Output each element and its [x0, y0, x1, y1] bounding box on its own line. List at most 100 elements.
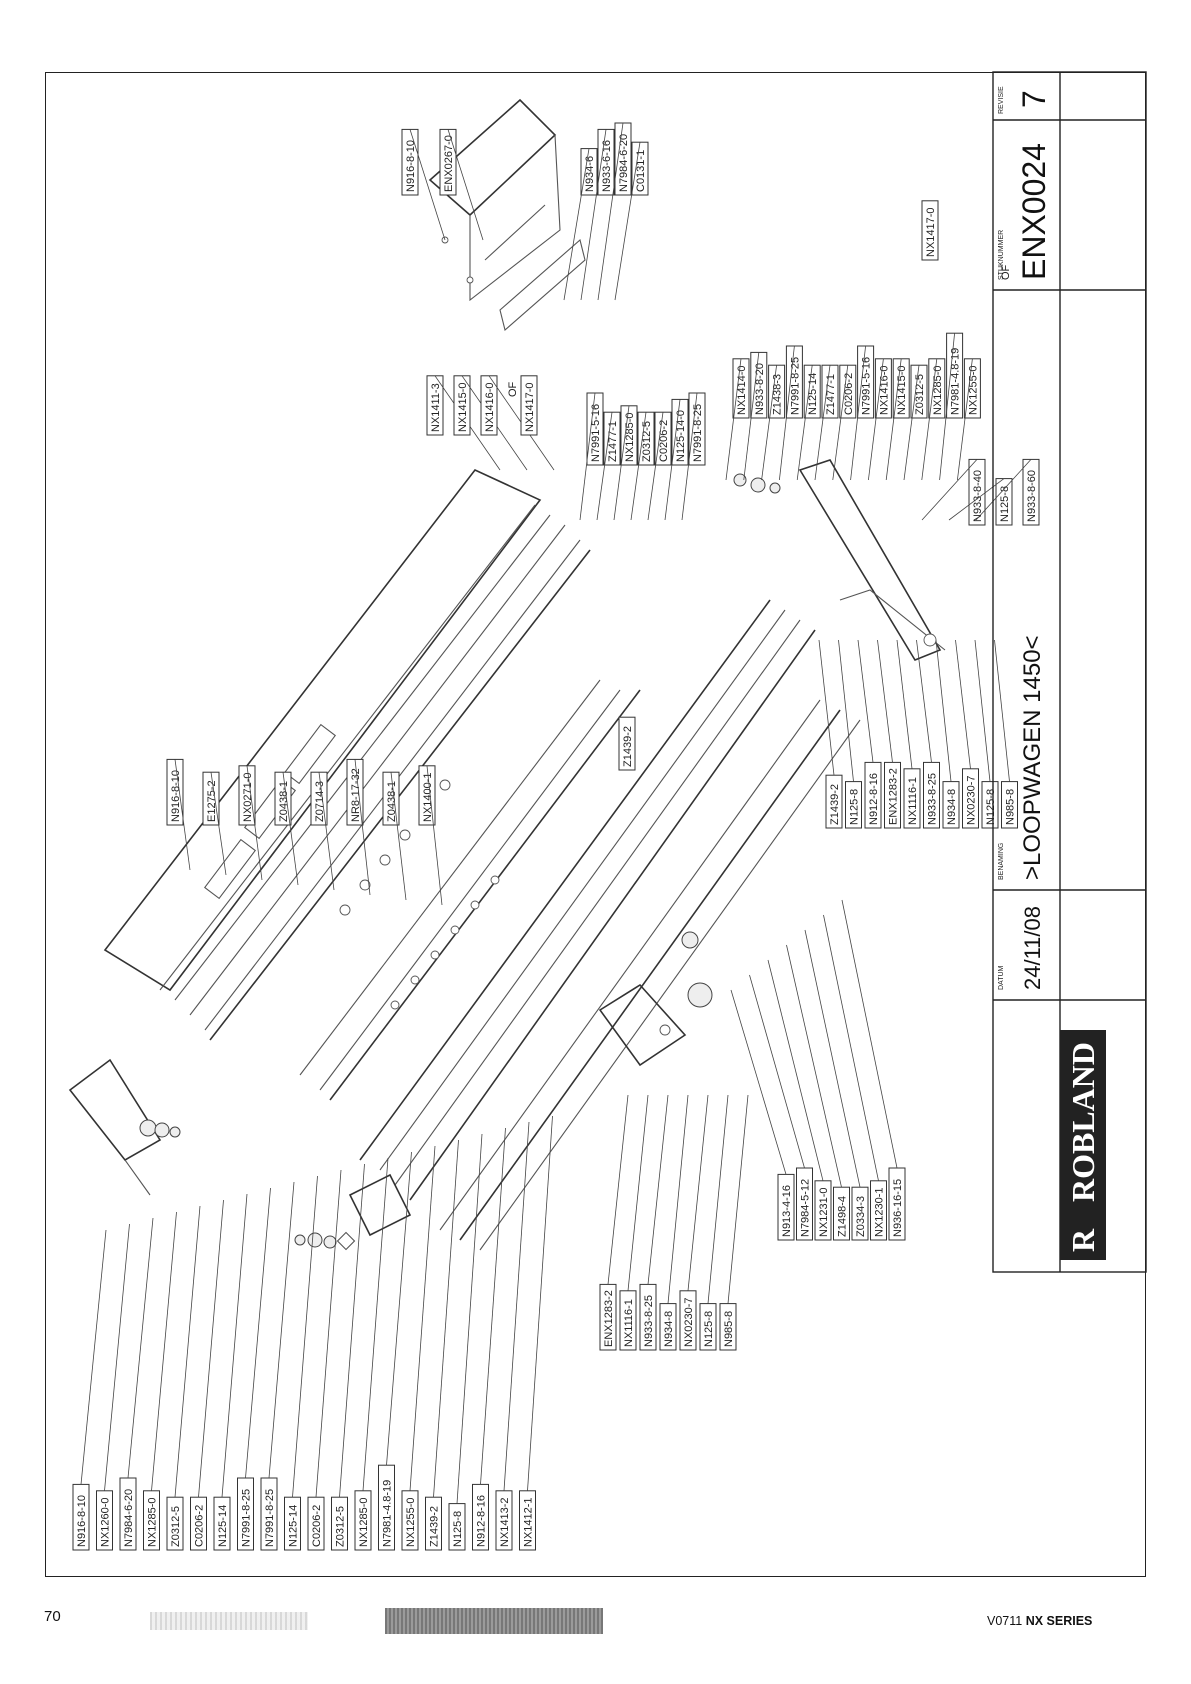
part-label-text: NX1116-1 [623, 1299, 635, 1347]
part-label-text: Z0312-5 [170, 1506, 182, 1547]
leader-line [596, 412, 613, 521]
part-label-text: NX1400-1 [422, 772, 434, 822]
part-label-text: C0206-2 [843, 373, 855, 415]
part-label: Z1498-4 [833, 1186, 850, 1241]
part-label: N125-8 [699, 1303, 717, 1351]
part-label: Z0438-1 [274, 771, 292, 826]
part-label-text: Z1498-4 [837, 1196, 849, 1237]
leader-line [613, 405, 630, 521]
part-label: N933-8-25 [639, 1283, 657, 1351]
part-label-text: NX1255-0 [405, 1497, 417, 1547]
part-label-text: N7991-8-25 [789, 357, 801, 415]
part-label-text: NX1116-1 [907, 777, 919, 825]
part-label-text: N912-8-16 [868, 773, 880, 825]
leader-line [597, 122, 624, 301]
leader-line [318, 772, 335, 891]
leader-line [957, 358, 973, 481]
part-label: NX1412-1 [519, 1490, 536, 1551]
leader-line [221, 1193, 248, 1498]
part-label: C0206-2 [190, 1496, 207, 1551]
part-label-text: NX1416-0 [878, 365, 890, 415]
part-label-text: NX1411-3 [430, 383, 442, 432]
part-label: NX1417-0 [520, 375, 538, 436]
part-label: N7991-5-16 [586, 392, 604, 466]
part-label: N7981-4.8-19 [378, 1464, 395, 1551]
leader-line [727, 1094, 749, 1304]
leader-line [823, 914, 879, 1181]
leader-line [877, 639, 893, 763]
part-label-text: N7991-8-25 [264, 1489, 276, 1547]
benaming-caption: BENAMING [998, 843, 1005, 880]
part-label: NX1285-0 [354, 1490, 372, 1551]
part-label: Z1439-2 [425, 1496, 442, 1551]
leader-line [627, 1094, 649, 1291]
part-label: N125-8 [995, 478, 1013, 526]
part-label-text: N7991-5-16 [590, 404, 602, 462]
part-label-text: N933-8-20 [754, 363, 766, 415]
benaming-value: >LOOPWAGEN 1450< [1019, 635, 1046, 880]
leader-line [687, 1094, 709, 1291]
part-label-text: N7991-8-25 [692, 404, 704, 462]
leader-line [761, 365, 777, 481]
leader-line [725, 358, 742, 481]
leader-line [127, 1217, 154, 1479]
part-label: N934-8 [942, 781, 960, 829]
leader-line [198, 1199, 224, 1498]
leader-line [921, 459, 978, 521]
leader-line [433, 1139, 459, 1498]
leader-line [174, 759, 191, 871]
part-label-text: NX1260-0 [100, 1497, 112, 1547]
main-carriage-beam [103, 469, 861, 1251]
part-label-text: N916-8-10 [76, 1495, 88, 1547]
part-label: N7984-6-20 [119, 1477, 137, 1551]
part-label-text: Z1477-1 [607, 421, 619, 462]
part-label-text: NX1413-2 [499, 1497, 511, 1547]
leader-line [796, 365, 813, 481]
leader-line [975, 459, 1032, 521]
leader-line [409, 129, 446, 241]
part-label: NX1255-0 [963, 358, 981, 419]
part-label-text: N125-14 [288, 1505, 300, 1547]
part-label-text: N125-8 [849, 789, 861, 825]
part-label-text: Z0438-1 [278, 781, 290, 822]
part-label: N7991-8-25 [688, 392, 706, 466]
leader-line [786, 944, 842, 1188]
part-label: N125-8 [981, 781, 999, 829]
leader-line [767, 959, 824, 1181]
part-label-text: N985-8 [1005, 789, 1017, 825]
leader-line [245, 1187, 271, 1479]
leader-line [974, 639, 991, 782]
leader-line [749, 974, 805, 1169]
part-label-text: NX1417-0 [524, 382, 536, 432]
part-label: N985-8 [1001, 781, 1018, 829]
part-label-text: N125-14-0 [675, 410, 687, 462]
part-label: NX1116-1 [903, 768, 921, 829]
logo: ROBLAND R [1060, 1030, 1106, 1260]
leader-line [386, 1151, 412, 1466]
leader-line [921, 358, 938, 481]
leader-line [282, 772, 299, 886]
part-label: N912-8-16 [472, 1483, 489, 1551]
part-label-text: NX1417-0 [925, 207, 937, 257]
part-label-text: C0206-2 [311, 1505, 323, 1547]
part-label: NX1255-0 [401, 1490, 419, 1551]
leader-line [841, 899, 898, 1169]
part-label: N933-8-25 [923, 761, 940, 829]
part-label: Z0312-5 [637, 411, 655, 466]
part-label: OF [507, 381, 519, 397]
title-block: ROBLAND R DATUM 24/11/08 BENAMING >LOOPW… [992, 71, 1147, 1273]
leader-line [664, 399, 681, 521]
part-label: NX1231-0 [814, 1180, 832, 1241]
part-label: NR8-17-32 [346, 758, 364, 826]
part-label: NX1400-1 [418, 765, 436, 826]
part-label: N985-8 [719, 1303, 737, 1351]
part-label-text: N125-8 [452, 1511, 464, 1547]
leader-line [948, 478, 1005, 521]
leader-line [935, 639, 952, 782]
part-label: C0131-1 [631, 141, 649, 196]
leader-line [896, 639, 913, 769]
part-label-text: N916-8-10 [170, 770, 182, 822]
